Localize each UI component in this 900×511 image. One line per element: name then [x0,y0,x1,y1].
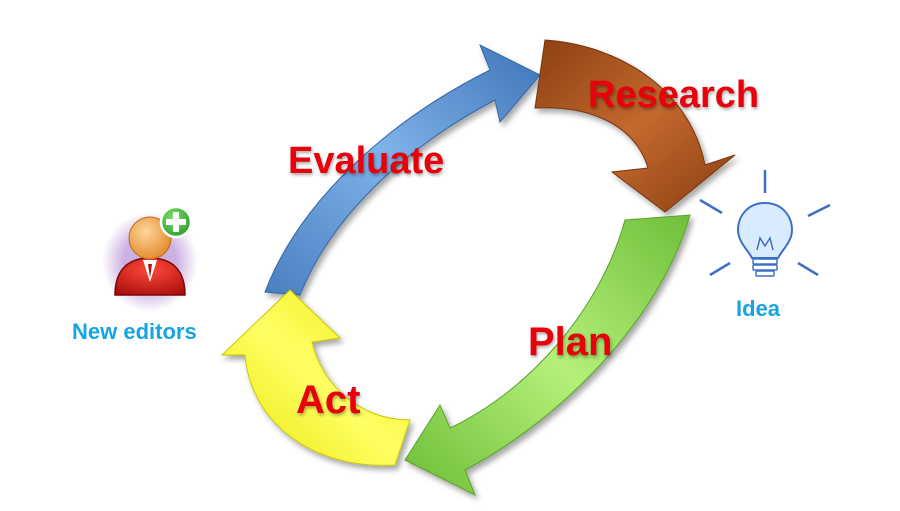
lightbulb-icon [699,170,831,277]
user-add-icon [102,205,198,312]
plan-label: Plan [528,320,613,364]
evaluate-label: Evaluate [288,140,445,182]
idea-label: Idea [736,296,781,321]
research-label: Research [588,74,760,116]
plan-arrow [404,214,691,497]
act-arrow [220,289,411,466]
act-label: Act [296,378,361,422]
evaluate-arrow [264,43,541,296]
research-arrow [534,39,736,213]
new-editors-label: New editors [72,319,197,344]
